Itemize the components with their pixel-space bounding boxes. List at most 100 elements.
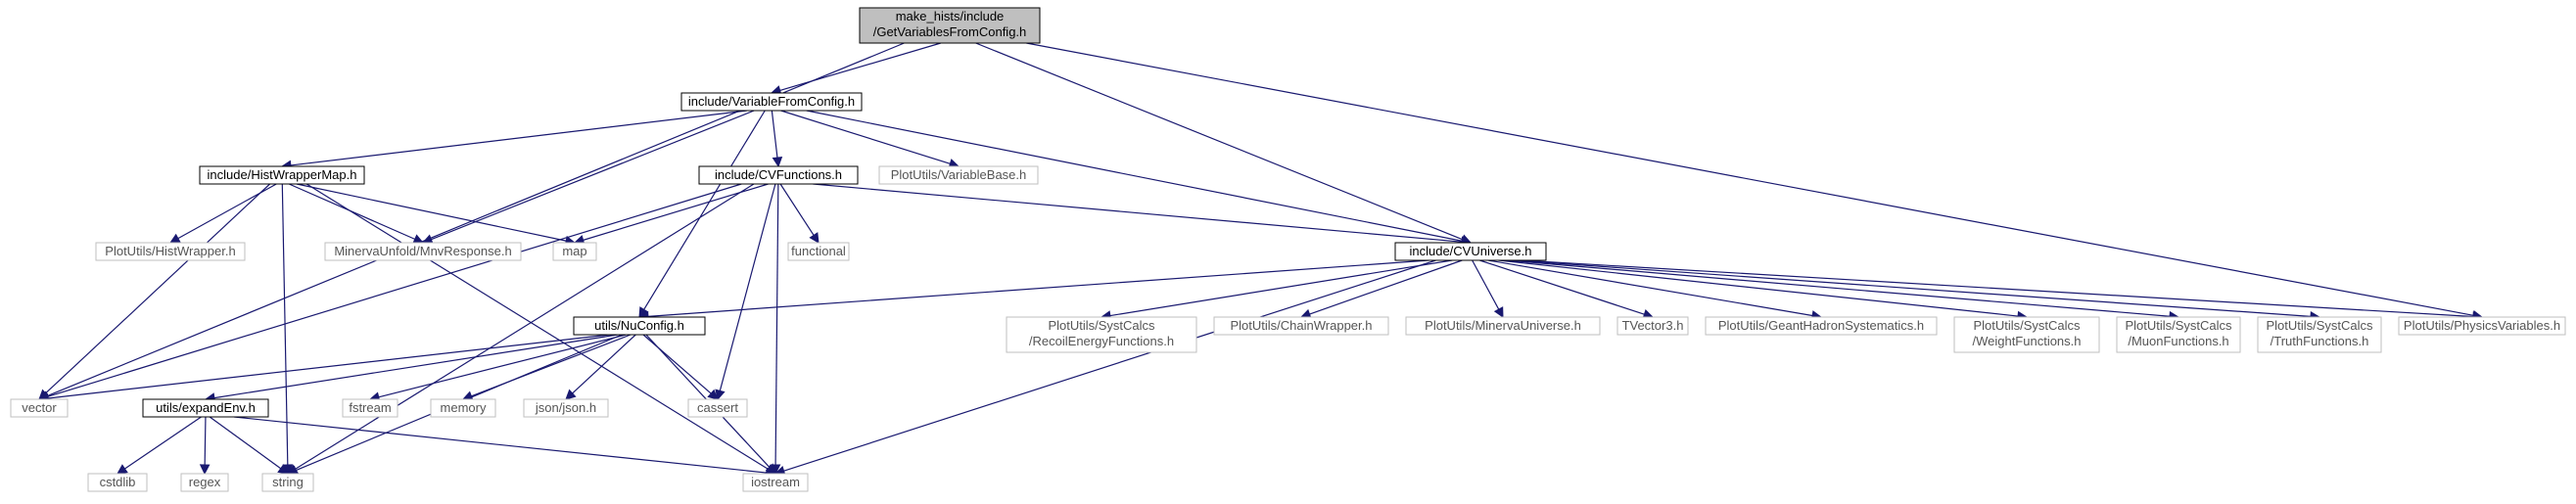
node-box-geant <box>1705 316 1938 336</box>
node-map: map <box>552 242 597 261</box>
edge-expand-to-regex <box>204 416 207 466</box>
edge-nuc-to-expand <box>213 334 618 399</box>
arrowhead-expand-to-regex <box>199 464 211 476</box>
edge-cvu-to-tv3 <box>1479 259 1645 315</box>
edge-cvf-to-iostream <box>774 183 779 466</box>
node-box-expand <box>142 398 269 418</box>
node-label-map: map <box>562 244 586 258</box>
node-truth: PlotUtils/SystCalcs/TruthFunctions.h <box>2257 316 2382 353</box>
node-box-func <box>787 242 850 261</box>
arrowhead-cvu-to-minu <box>1493 306 1504 318</box>
node-iostream: iostream <box>742 473 809 492</box>
node-box-hw <box>95 242 246 261</box>
node-label-vector: vector <box>22 400 57 415</box>
node-nuc[interactable]: utils/NuConfig.h <box>573 316 706 336</box>
edge-cvu-to-chain <box>1309 259 1463 315</box>
node-label-phys: PlotUtils/PhysicsVariables.h <box>2404 318 2560 333</box>
node-label-tv3: TVector3.h <box>1622 318 1684 333</box>
node-tv3: TVector3.h <box>1616 316 1689 336</box>
node-muon: PlotUtils/SystCalcs/MuonFunctions.h <box>2116 316 2241 353</box>
node-box-root <box>859 7 1041 44</box>
edge-cvf-to-func <box>779 183 815 236</box>
node-box-weight <box>1953 316 2100 353</box>
node-label-truth: PlotUtils/SystCalcs <box>2266 318 2373 333</box>
node-label-minu: PlotUtils/MinervaUniverse.h <box>1425 318 1581 333</box>
node-vector: vector <box>10 398 69 418</box>
node-fstream: fstream <box>342 398 398 418</box>
node-label-root: /GetVariablesFromConfig.h <box>873 24 1027 39</box>
node-label-cassert: cassert <box>697 400 738 415</box>
node-func: functional <box>787 242 850 261</box>
edge-cvu-to-nuc <box>647 259 1429 317</box>
edge-nuc-to-fstream <box>378 334 627 398</box>
node-box-iostream <box>742 473 809 492</box>
edge-vfc-to-hwm <box>290 110 748 166</box>
node-label-mnv: MinervaUnfold/MnvResponse.h <box>334 244 511 258</box>
edge-vfc-to-cvu <box>806 110 1463 242</box>
node-cvu[interactable]: include/CVUniverse.h <box>1394 242 1547 261</box>
node-cassert: cassert <box>687 398 748 418</box>
node-label-geant: PlotUtils/GeantHadronSystematics.h <box>1718 318 1924 333</box>
node-label-weight: /WeightFunctions.h <box>1972 334 2081 348</box>
arrowhead-expand-to-cstdlib <box>117 464 128 475</box>
edge-nuc-to-vector <box>47 334 610 399</box>
edge-expand-to-string <box>209 416 282 470</box>
node-label-vbase: PlotUtils/VariableBase.h <box>891 167 1027 182</box>
node-box-chain <box>1213 316 1389 336</box>
edge-vfc-to-cvf <box>771 110 778 159</box>
edge-hwm-to-iostream <box>305 183 769 470</box>
node-label-regex: regex <box>189 475 221 489</box>
node-json: json/json.h <box>523 398 609 418</box>
edge-nuc-to-json <box>572 334 636 394</box>
node-recoil: PlotUtils/SystCalcs/RecoilEnergyFunction… <box>1006 316 1197 353</box>
node-root[interactable]: make_hists/include/GetVariablesFromConfi… <box>859 7 1041 44</box>
node-label-cvu: include/CVUniverse.h <box>1409 244 1531 258</box>
node-box-memory <box>430 398 496 418</box>
arrowhead-cvf-to-func <box>809 232 820 244</box>
node-hw: PlotUtils/HistWrapper.h <box>95 242 246 261</box>
node-chain: PlotUtils/ChainWrapper.h <box>1213 316 1389 336</box>
node-label-chain: PlotUtils/ChainWrapper.h <box>1231 318 1373 333</box>
edge-cvu-to-weight <box>1498 259 2019 317</box>
edge-root-to-phys <box>1026 42 2474 316</box>
arrowhead-nuc-to-json <box>565 389 577 400</box>
arrowhead-hwm-to-mnv <box>412 234 425 245</box>
node-box-vfc <box>680 92 863 112</box>
arrowhead-nuc-to-cassert <box>707 389 719 400</box>
edge-vfc-to-mnv <box>431 110 755 241</box>
edge-cvu-to-iostream <box>783 259 1436 472</box>
edge-expand-to-cstdlib <box>124 416 202 470</box>
node-box-nuc <box>573 316 706 336</box>
node-cstdlib: cstdlib <box>87 473 148 492</box>
edge-cvf-to-vector <box>47 183 742 397</box>
node-memory: memory <box>430 398 496 418</box>
edge-hwm-to-vector <box>45 183 271 394</box>
node-label-cstdlib: cstdlib <box>100 475 136 489</box>
node-minu: PlotUtils/MinervaUniverse.h <box>1405 316 1601 336</box>
node-hwm[interactable]: include/HistWrapperMap.h <box>199 165 365 185</box>
node-vfc[interactable]: include/VariableFromConfig.h <box>680 92 863 112</box>
node-label-expand: utils/expandEnv.h <box>156 400 256 415</box>
node-cvf[interactable]: include/CVFunctions.h <box>698 165 859 185</box>
node-label-recoil: PlotUtils/SystCalcs <box>1048 318 1155 333</box>
node-mnv: MinervaUnfold/MnvResponse.h <box>324 242 522 261</box>
node-box-vbase <box>878 165 1039 185</box>
node-regex: regex <box>180 473 229 492</box>
node-label-truth: /TruthFunctions.h <box>2271 334 2369 348</box>
node-label-fstream: fstream <box>349 400 391 415</box>
edge-cvf-to-cvu <box>813 183 1463 243</box>
edge-nuc-to-cassert <box>642 334 712 394</box>
node-vbase: PlotUtils/VariableBase.h <box>878 165 1039 185</box>
node-label-nuc: utils/NuConfig.h <box>594 318 684 333</box>
node-box-muon <box>2116 316 2241 353</box>
header-nodes: make_hists/include/GetVariablesFromConfi… <box>10 7 2566 492</box>
node-label-json: json/json.h <box>535 400 596 415</box>
arrowhead-vfc-to-cvf <box>772 156 783 168</box>
node-label-memory: memory <box>441 400 487 415</box>
node-box-json <box>523 398 609 418</box>
edge-vfc-to-vbase <box>780 110 951 164</box>
node-box-regex <box>180 473 229 492</box>
node-weight: PlotUtils/SystCalcs/WeightFunctions.h <box>1953 316 2100 353</box>
node-expand[interactable]: utils/expandEnv.h <box>142 398 269 418</box>
